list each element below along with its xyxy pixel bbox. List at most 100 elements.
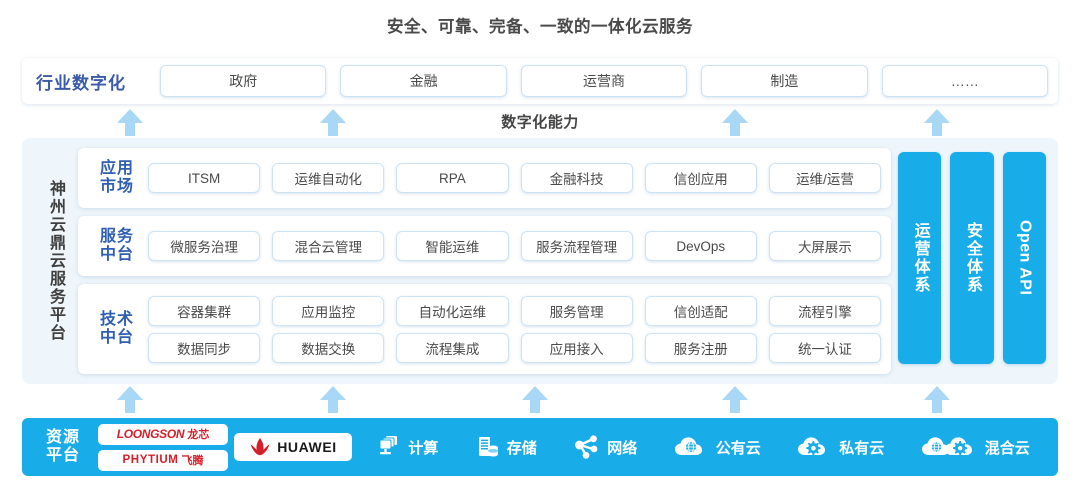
cell-row: 微服务治理 混合云管理 智能运维 服务流程管理 DevOps 大屏展示 [148,231,882,261]
resource-item-label: 混合云 [984,439,1030,457]
cell-rpa[interactable]: RPA [396,163,509,193]
hybrid-cloud-icon [921,437,972,456]
layer-title-line2: 市场 [99,178,134,195]
arrow-up-icon [722,109,748,136]
industry-digitalization-label: 行业数字化 [36,73,126,93]
arrow-up-icon [722,386,748,413]
cell-service-registry[interactable]: 服务注册 [644,332,757,363]
resource-label-line2: 平台 [45,447,80,464]
cell-process-integration[interactable]: 流程集成 [396,332,509,363]
upward-arrows-top [0,109,1080,137]
page-title: 安全、可靠、完备、一致的一体化云服务 [387,18,693,36]
platform-vertical-label: 神州云鼎云服务平台 [32,148,78,374]
cell-app-access[interactable]: 应用接入 [520,332,633,363]
cell-xinchuang-app[interactable]: 信创应用 [644,163,757,193]
layer-technology-midplatform: 技术 中台 容器集群 应用监控 自动化运维 服务管理 信创适配 流程引擎 数据同… [78,284,891,374]
cell-xinchuang-adaptation[interactable]: 信创适配 [644,295,757,326]
arrow-up-icon [522,386,548,413]
resource-item-network[interactable]: 网络 [573,434,637,460]
layer-title-line2: 中台 [99,329,134,346]
side-bar-label: 运营体系 [911,222,929,294]
cell-row: 数据同步 数据交换 流程集成 应用接入 服务注册 统一认证 [148,332,882,363]
huawei-logo: HUAWEI [234,433,352,461]
industry-digitalization-band: 行业数字化 政府 金融 运营商 制造 …… [22,58,1058,104]
cell-itsm[interactable]: ITSM [148,163,261,193]
cell-intelligent-ops[interactable]: 智能运维 [396,231,509,261]
layer-service-midplatform-title: 服务 中台 [86,228,148,264]
cell-data-sync[interactable]: 数据同步 [148,332,261,363]
resource-item-label: 私有云 [839,439,885,457]
industry-box-telecom[interactable]: 运营商 [520,65,688,97]
side-bar-open-api[interactable]: Open API [1002,152,1046,364]
cell-app-monitoring[interactable]: 应用监控 [272,295,385,326]
loongson-logo-cn: 龙芯 [187,429,210,441]
layer-title-line1: 技术 [99,311,134,329]
side-bar-security-system[interactable]: 安全体系 [950,152,994,364]
arrow-up-icon [320,109,346,136]
side-bar-label: 安全体系 [963,222,981,294]
public-cloud-icon [674,437,702,455]
resource-item-public-cloud[interactable]: 公有云 [674,434,761,460]
cell-hybrid-cloud-mgmt[interactable]: 混合云管理 [272,231,385,261]
industry-box-manufacturing[interactable]: 制造 [701,65,868,97]
layer-title-line1: 服务 [99,228,134,246]
cell-ops-automation[interactable]: 运维自动化 [272,163,385,193]
resource-item-label: 存储 [506,439,537,457]
cloud-service-platform: 神州云鼎云服务平台 应用 市场 ITSM 运维自动化 RPA 金融科技 信创应用… [22,138,1058,384]
huawei-flower-icon [250,438,270,456]
layer-service-midplatform-grid: 微服务治理 混合云管理 智能运维 服务流程管理 DevOps 大屏展示 [148,231,882,261]
cell-devops[interactable]: DevOps [644,231,757,261]
arrow-up-icon [117,386,143,413]
industry-box-list: 政府 金融 运营商 制造 …… [160,65,1049,97]
huawei-logo-text: HUAWEI [277,439,337,455]
side-bar-label: Open API [1016,220,1034,296]
layer-application-market-grid: ITSM 运维自动化 RPA 金融科技 信创应用 运维/运营 [148,163,882,193]
cell-automated-ops[interactable]: 自动化运维 [396,295,509,326]
arrow-up-icon [117,109,143,136]
resource-platform-label: 资源 平台 [34,429,92,466]
cell-large-screen-display[interactable]: 大屏展示 [768,231,882,261]
loongson-logo: LOONGSON 龙芯 [98,423,228,445]
arrow-up-icon [924,386,950,413]
platform-vertical-label-text: 神州云鼎云服务平台 [47,180,64,342]
resource-item-list: 计算 存储 [358,434,1048,460]
layer-technology-midplatform-grid: 容器集群 应用监控 自动化运维 服务管理 信创适配 流程引擎 数据同步 数据交换… [148,295,882,363]
side-bar-operations-system[interactable]: 运营体系 [898,152,942,364]
cell-container-cluster[interactable]: 容器集群 [148,295,261,326]
resource-item-private-cloud[interactable]: 私有云 [797,434,884,460]
resource-item-label: 计算 [408,439,439,457]
resource-item-storage[interactable]: 存储 [475,434,537,460]
platform-side-bars: 运营体系 安全体系 Open API [898,148,1046,374]
layer-service-midplatform: 服务 中台 微服务治理 混合云管理 智能运维 服务流程管理 DevOps 大屏展… [78,216,891,276]
platform-layer-stack: 应用 市场 ITSM 运维自动化 RPA 金融科技 信创应用 运维/运营 [78,148,891,374]
phytium-logo: PHYTIUM 飞腾 [98,449,228,471]
platform-body: 应用 市场 ITSM 运维自动化 RPA 金融科技 信创应用 运维/运营 [78,148,1046,374]
layer-application-market: 应用 市场 ITSM 运维自动化 RPA 金融科技 信创应用 运维/运营 [78,148,891,208]
network-icon [575,435,598,459]
resource-label-line1: 资源 [45,428,80,446]
digital-capability-label: 数字化能力 [501,114,579,131]
cell-process-engine[interactable]: 流程引擎 [768,295,882,326]
phytium-logo-en: PHYTIUM [122,454,179,466]
layer-title-line2: 中台 [99,246,134,263]
cell-fintech[interactable]: 金融科技 [520,163,633,193]
cell-unified-auth[interactable]: 统一认证 [768,332,882,363]
cell-service-process-mgmt[interactable]: 服务流程管理 [520,231,633,261]
industry-box-finance[interactable]: 金融 [340,65,507,97]
layer-application-market-title: 应用 市场 [86,160,148,196]
layer-title-line1: 应用 [99,160,134,178]
cell-ops-operations[interactable]: 运维/运营 [768,163,882,193]
cell-microservice-governance[interactable]: 微服务治理 [148,231,261,261]
cell-data-exchange[interactable]: 数据交换 [272,332,385,363]
cell-row: ITSM 运维自动化 RPA 金融科技 信创应用 运维/运营 [148,163,882,193]
arrow-up-icon [924,109,950,136]
resource-item-compute[interactable]: 计算 [376,434,438,460]
resource-item-label: 公有云 [715,439,761,457]
cell-service-mgmt[interactable]: 服务管理 [520,295,633,326]
layer-technology-midplatform-title: 技术 中台 [86,311,148,347]
arrow-up-icon [320,386,346,413]
chip-vendor-logos: LOONGSON 龙芯 PHYTIUM 飞腾 [98,423,228,471]
industry-box-more[interactable]: …… [881,65,1049,97]
industry-box-government[interactable]: 政府 [160,65,327,97]
resource-item-hybrid-cloud[interactable]: 混合云 [921,434,1030,460]
